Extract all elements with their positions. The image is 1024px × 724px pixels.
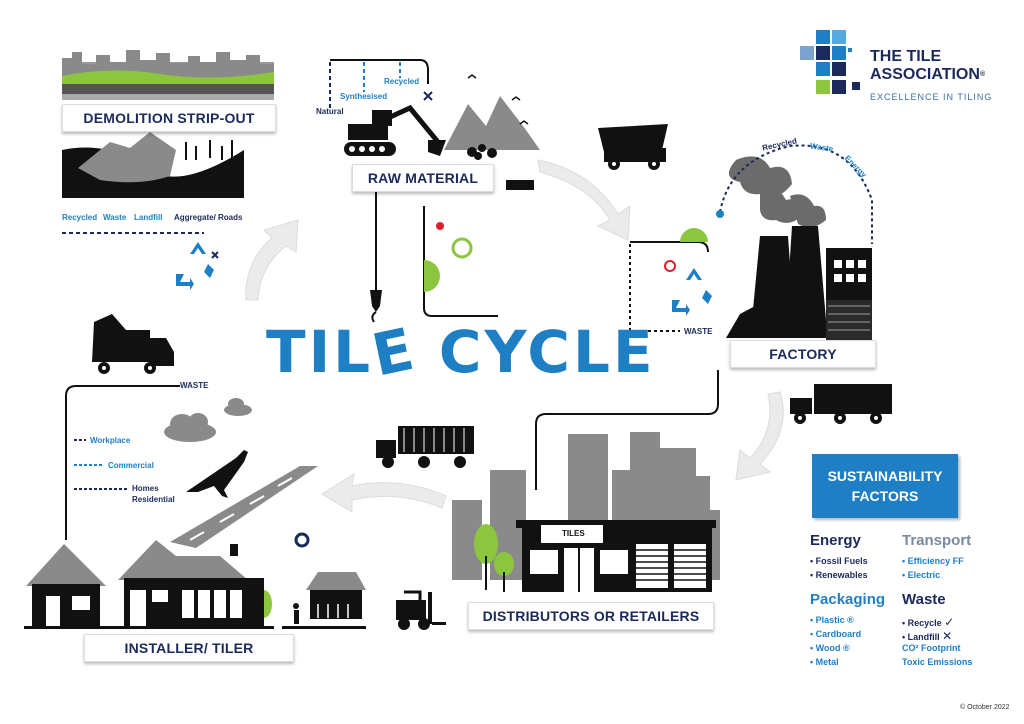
shop-sign: TILES: [562, 529, 585, 538]
transport-item-2: Electric: [907, 570, 941, 580]
logo-tagline: EXCELLENCE IN TILING: [870, 92, 993, 102]
raw-legend-recycled: Recycled: [384, 77, 420, 86]
tile-association-logo-mark: [800, 30, 860, 94]
sustainability-energy-item: • Fossil Fuels: [810, 556, 868, 566]
packaging-item-1: Plastic ®: [815, 615, 854, 625]
mountains-icon: [444, 74, 540, 190]
sustainability-box: SUSTAINABILITY FACTORS: [812, 454, 958, 518]
check-icon: ✓: [944, 615, 955, 629]
sustainability-line2: FACTORS: [851, 488, 919, 504]
logo-wordmark: THE TILE ASSOCIATION®: [870, 48, 985, 84]
stage-label-raw-material: RAW MATERIAL: [352, 164, 494, 192]
waste-item-1: Recycle: [907, 618, 942, 628]
sustainability-waste-item: • Landfill ✕: [902, 629, 953, 643]
clouds-icon: [164, 398, 252, 442]
installer-legend-workplace: Workplace: [90, 436, 131, 445]
logo-line2: ASSOCIATION®: [870, 66, 985, 84]
packaging-item-4: Metal: [815, 657, 839, 667]
sustainability-packaging-item: • Cardboard: [810, 629, 862, 639]
factory-legend-waste-label: WASTE: [684, 327, 713, 336]
installer-legend-waste: WASTE: [180, 381, 209, 390]
lorry-icon-right: [790, 384, 892, 424]
flatbed-truck-icon: [376, 426, 474, 468]
demolition-legend-waste: Waste: [103, 213, 127, 222]
sustainability-energy-heading: Energy: [810, 532, 861, 549]
demolition-legend-aggregate: Aggregate/ Roads: [174, 213, 243, 222]
demolition-legend-landfill: Landfill: [134, 213, 163, 222]
raw-legend-natural: Natural: [316, 107, 344, 116]
installer-legend-commercial: Commercial: [108, 461, 154, 470]
sustainability-packaging-heading: Packaging: [810, 591, 886, 608]
energy-item-1: Fossil Fuels: [815, 556, 868, 566]
stage-label-distributors: DISTRIBUTORS OR RETAILERS: [468, 602, 714, 630]
sustainability-line1: SUSTAINABILITY: [827, 468, 943, 484]
forklift-icon: [396, 590, 446, 630]
copyright: © October 2022: [960, 704, 1010, 711]
tile-shop-icon: [516, 520, 716, 592]
waste-item-2: Landfill: [907, 632, 940, 642]
factory-icon: [726, 156, 872, 340]
sustainability-packaging-item: • Wood ®: [810, 643, 850, 653]
transport-item-1: Efficiency FF: [907, 556, 964, 566]
sustainability-energy-item: • Renewables: [810, 570, 868, 580]
demolition-legend-recycled: Recycled: [62, 213, 98, 222]
sustainability-waste-heading: Waste: [902, 591, 946, 608]
trees-icon: [256, 524, 514, 618]
waste-extra-1: CO² Footprint: [902, 643, 961, 653]
demolition-skyline-icon: [62, 50, 274, 100]
raw-legend-synthesised: Synthesised: [340, 92, 388, 101]
cross-icon: ✕: [942, 629, 953, 643]
logo-registered-mark: ®: [979, 71, 986, 78]
landfill-hill-icon: [62, 132, 244, 198]
stage-label-demolition: DEMOLITION STRIP-OUT: [62, 104, 276, 132]
packaging-item-3: Wood ®: [815, 643, 850, 653]
sustainability-packaging-item: • Metal: [810, 657, 839, 667]
waste-extra-2: Toxic Emissions: [902, 657, 973, 667]
sustainability-transport-heading: Transport: [902, 532, 972, 549]
logo-line1: THE TILE: [870, 48, 942, 65]
houses-icon: [24, 540, 366, 629]
sustainability-packaging-item: • Plastic ®: [810, 615, 854, 625]
recycle-icon-demolition: [176, 242, 214, 290]
main-title: TILE CYCLE: [266, 314, 656, 389]
installer-legend-homes: Homes: [132, 484, 159, 493]
stage-label-factory: FACTORY: [730, 340, 876, 368]
excavator-icon: [344, 104, 446, 156]
plane-icon: [186, 450, 248, 498]
title-part3: CYCLE: [415, 318, 656, 386]
energy-item-2: Renewables: [815, 570, 868, 580]
sustainability-transport-item: • Electric: [902, 570, 941, 580]
packaging-item-2: Cardboard: [815, 629, 862, 639]
title-part2: E: [366, 314, 423, 390]
title-part1: TIL: [266, 318, 374, 386]
recycle-icon-factory: [672, 268, 712, 316]
dump-truck-icon: [598, 124, 668, 170]
skip-lorry-icon: [92, 314, 174, 374]
sustainability-transport-item: • Efficiency FF: [902, 556, 964, 566]
stage-label-installer: INSTALLER/ TILER: [84, 634, 294, 662]
sustainability-waste-item: • Recycle ✓: [902, 615, 955, 629]
installer-legend-residential: Residential: [132, 495, 175, 504]
logo-line2-text: ASSOCIATION: [870, 66, 980, 83]
